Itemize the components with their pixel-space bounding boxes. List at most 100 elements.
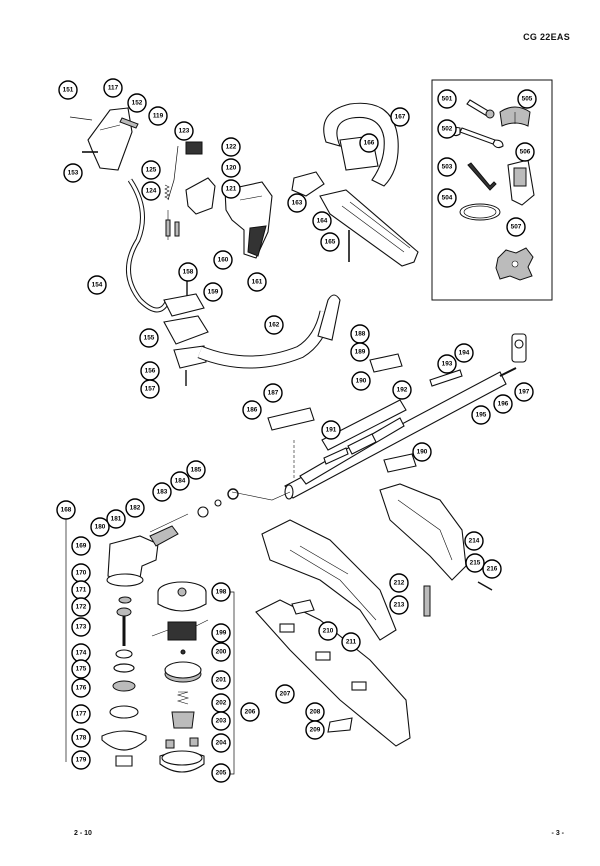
barrier-bar-164-drawing	[319, 189, 419, 267]
callout-123: 123	[174, 121, 194, 141]
svg-text:163: 163	[292, 200, 303, 207]
callout-160: 160	[213, 250, 233, 270]
callout-190b: 190	[412, 442, 432, 462]
svg-text:123: 123	[179, 128, 190, 135]
callout-186: 186	[242, 400, 262, 420]
svg-text:193: 193	[442, 361, 453, 368]
svg-text:180: 180	[95, 524, 106, 531]
callout-200: 200	[211, 642, 231, 662]
svg-text:209: 209	[310, 727, 321, 734]
spanner-502-drawing	[451, 126, 504, 149]
svg-text:186: 186	[247, 407, 258, 414]
svg-text:502: 502	[442, 126, 453, 133]
gear-case-170-drawing	[106, 525, 179, 587]
callout-183: 183	[152, 482, 172, 502]
svg-text:214: 214	[469, 538, 480, 545]
svg-text:162: 162	[269, 322, 280, 329]
callout-211: 211	[341, 632, 361, 652]
svg-text:117: 117	[108, 85, 119, 92]
svg-text:202: 202	[216, 700, 227, 707]
callout-161: 161	[247, 272, 267, 292]
knob-203-drawing	[171, 711, 195, 729]
callout-156: 156	[140, 361, 160, 381]
callout-197: 197	[514, 382, 534, 402]
footer-page-right: - 3 -	[551, 830, 564, 837]
blade-507-drawing	[495, 247, 534, 281]
callout-205: 205	[211, 763, 231, 783]
callout-506: 506	[515, 142, 535, 162]
sleeve-191-drawing	[347, 433, 377, 455]
callout-153: 153	[63, 163, 83, 183]
svg-text:122: 122	[226, 144, 237, 151]
sleeve-192-drawing	[321, 399, 407, 451]
svg-text:206: 206	[245, 709, 256, 716]
callout-213: 213	[389, 595, 409, 615]
svg-text:185: 185	[191, 467, 202, 474]
eyelet-204a-drawing	[165, 739, 175, 749]
callout-196: 196	[493, 394, 513, 414]
svg-text:207: 207	[280, 691, 291, 698]
callout-124: 124	[141, 181, 161, 201]
gear-axis	[149, 513, 189, 533]
callout-503: 503	[437, 157, 457, 177]
bracket-210-drawing	[291, 599, 315, 615]
svg-text:194: 194	[459, 350, 470, 357]
svg-text:189: 189	[355, 349, 366, 356]
eyelet-200-drawing	[180, 649, 186, 655]
svg-text:205: 205	[216, 770, 227, 777]
svg-text:201: 201	[216, 677, 227, 684]
footer-page-left: 2 - 10	[74, 830, 92, 837]
svg-text:154: 154	[92, 282, 103, 289]
callout-199: 199	[211, 623, 231, 643]
bearing-183-drawing	[197, 506, 209, 518]
shield-214-drawing	[379, 483, 467, 581]
callout-209: 209	[305, 720, 325, 740]
svg-text:151: 151	[63, 87, 74, 94]
spool-cover-198-drawing	[157, 581, 207, 612]
svg-text:503: 503	[442, 164, 453, 171]
leader-185	[231, 491, 291, 501]
svg-text:159: 159	[208, 289, 219, 296]
svg-text:213: 213	[394, 602, 405, 609]
callout-176: 176	[71, 678, 91, 698]
callout-157: 157	[140, 379, 160, 399]
callout-180: 180	[90, 517, 110, 537]
callout-185: 185	[186, 460, 206, 480]
svg-text:119: 119	[153, 113, 164, 120]
callout-120: 120	[221, 158, 241, 178]
callout-189: 189	[350, 342, 370, 362]
callout-119: 119	[148, 106, 168, 126]
callout-187: 187	[263, 383, 283, 403]
callout-121: 121	[221, 179, 241, 199]
svg-text:195: 195	[476, 412, 487, 419]
callout-163: 163	[287, 193, 307, 213]
callout-206: 206	[240, 702, 260, 722]
joint-197-drawing	[511, 333, 527, 363]
svg-text:158: 158	[183, 269, 194, 276]
svg-text:179: 179	[76, 757, 87, 764]
svg-text:121: 121	[226, 186, 237, 193]
clamp-163-drawing	[291, 171, 325, 197]
svg-text:168: 168	[61, 507, 72, 514]
callout-173: 173	[71, 617, 91, 637]
svg-text:504: 504	[442, 195, 453, 202]
throttle-handle-160-drawing	[224, 181, 273, 259]
callout-184: 184	[170, 471, 190, 491]
callout-172: 172	[71, 597, 91, 617]
spring-202-drawing	[176, 691, 190, 705]
svg-text:200: 200	[216, 649, 227, 656]
callout-166: 166	[359, 133, 379, 153]
svg-text:182: 182	[130, 505, 141, 512]
guard-211-drawing	[261, 519, 397, 641]
callout-167: 167	[390, 107, 410, 127]
svg-text:204: 204	[216, 740, 227, 747]
svg-text:216: 216	[487, 566, 498, 573]
callout-504: 504	[437, 188, 457, 208]
callout-174: 174	[71, 643, 91, 663]
svg-text:176: 176	[76, 685, 87, 692]
callout-190: 190	[351, 371, 371, 391]
handle-clamp-drawing	[163, 278, 209, 386]
svg-text:212: 212	[394, 580, 405, 587]
callout-182: 182	[125, 498, 145, 518]
